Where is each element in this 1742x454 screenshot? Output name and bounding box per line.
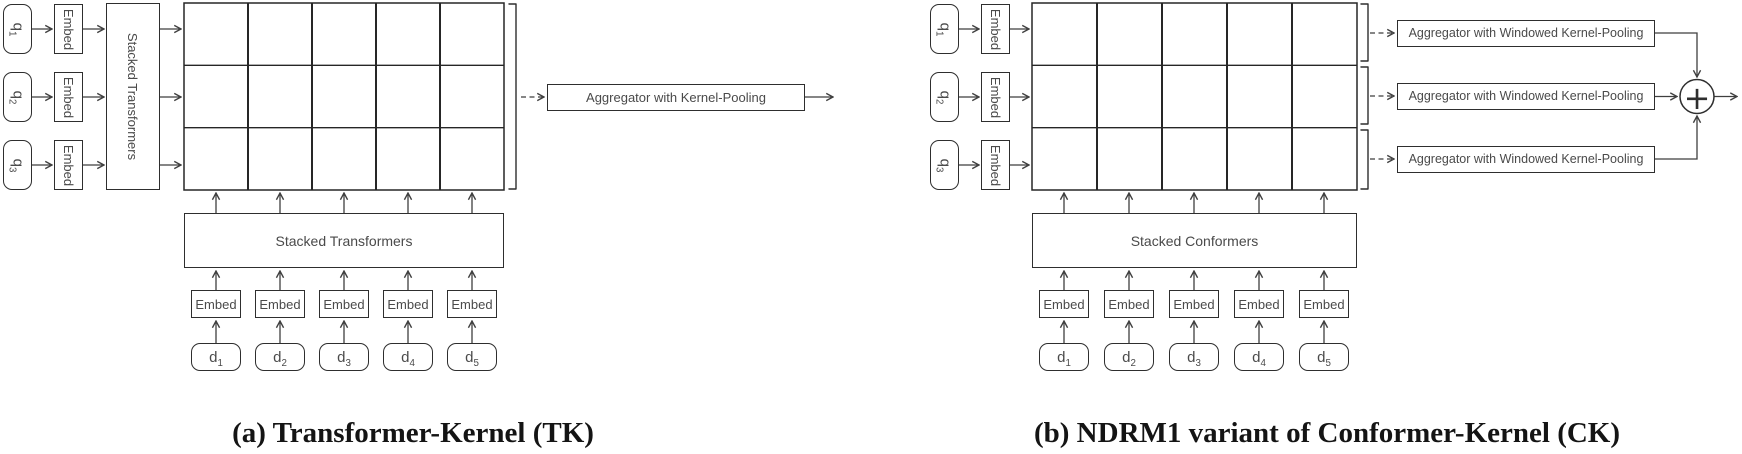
doc-embed-box-b-1: Embed xyxy=(1039,290,1089,318)
similarity-matrix-grid-b xyxy=(1031,2,1358,191)
doc-embed-box-b-5: Embed xyxy=(1299,290,1349,318)
doc-box-a-d4: d4 xyxy=(383,343,433,371)
doc-box-a-d2: d2 xyxy=(255,343,305,371)
doc-embed-box-a-3: Embed xyxy=(319,290,369,318)
query-box-b-q3: q3 xyxy=(930,140,959,190)
panel-b-arrows xyxy=(959,29,1737,343)
doc-embed-box-a-5: Embed xyxy=(447,290,497,318)
doc-embed-box-a-1: Embed xyxy=(191,290,241,318)
doc-box-a-d3: d3 xyxy=(319,343,369,371)
query-embed-box-a-3: Embed xyxy=(54,140,83,190)
aggregator-box-b-3: Aggregator with Windowed Kernel-Pooling xyxy=(1397,146,1655,173)
query-embed-box-a-2: Embed xyxy=(54,72,83,122)
doc-embed-box-a-2: Embed xyxy=(255,290,305,318)
doc-box-b-d3: d3 xyxy=(1169,343,1219,371)
query-embed-box-a-1: Embed xyxy=(54,4,83,54)
query-box-a-q2: q2 xyxy=(3,72,32,122)
doc-embed-box-b-4: Embed xyxy=(1234,290,1284,318)
query-box-b-q2: q2 xyxy=(930,72,959,122)
doc-box-b-d2: d2 xyxy=(1104,343,1154,371)
sum-node: + xyxy=(1679,78,1715,117)
matrix-bracket-a xyxy=(508,3,517,190)
doc-embed-box-b-2: Embed xyxy=(1104,290,1154,318)
caption-panel-a: (a) Transformer-Kernel (TK) xyxy=(232,417,594,449)
doc-embed-box-a-4: Embed xyxy=(383,290,433,318)
panel-a-arrows xyxy=(32,29,833,343)
doc-box-b-d4: d4 xyxy=(1234,343,1284,371)
doc-embed-box-b-3: Embed xyxy=(1169,290,1219,318)
query-box-a-q1: q1 xyxy=(3,4,32,54)
aggregator-box-b-1: Aggregator with Windowed Kernel-Pooling xyxy=(1397,20,1655,47)
query-embed-box-b-3: Embed xyxy=(981,140,1010,190)
aggregator-box-b-2: Aggregator with Windowed Kernel-Pooling xyxy=(1397,83,1655,110)
caption-panel-b: (b) NDRM1 variant of Conformer-Kernel (C… xyxy=(1033,417,1621,454)
doc-box-b-d5: d5 xyxy=(1299,343,1349,371)
query-embed-box-b-1: Embed xyxy=(981,4,1010,54)
query-embed-box-b-2: Embed xyxy=(981,72,1010,122)
aggregator-box-a: Aggregator with Kernel-Pooling xyxy=(547,84,805,111)
sum-symbol: + xyxy=(1684,79,1711,117)
matrix-row-brackets-b xyxy=(1360,3,1369,190)
doc-encoder-box-b: Stacked Conformers xyxy=(1032,213,1357,268)
similarity-matrix-grid-a xyxy=(183,2,505,191)
query-box-b-q1: q1 xyxy=(930,4,959,54)
doc-box-a-d5: d5 xyxy=(447,343,497,371)
query-encoder-box-a: Stacked Transformers xyxy=(106,3,160,190)
doc-encoder-box-a: Stacked Transformers xyxy=(184,213,504,268)
query-box-a-q3: q3 xyxy=(3,140,32,190)
doc-box-b-d1: d1 xyxy=(1039,343,1089,371)
doc-box-a-d1: d1 xyxy=(191,343,241,371)
